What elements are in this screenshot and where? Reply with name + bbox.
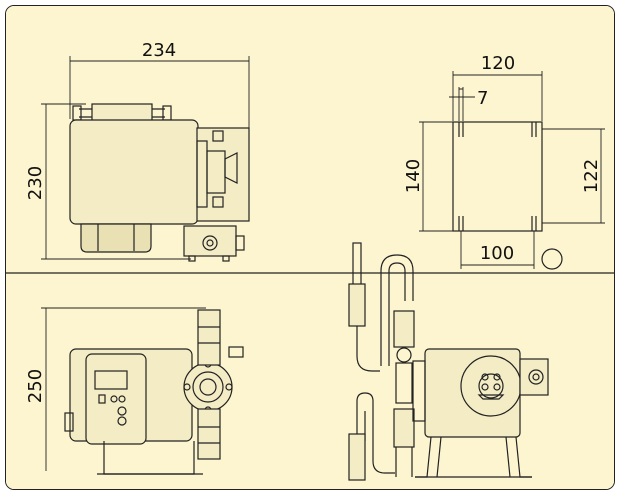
dim-mount-width: 120 <box>481 53 515 74</box>
dimension-250: 250 <box>25 307 206 471</box>
rear-view <box>348 242 549 481</box>
dim-side-height: 230 <box>25 166 46 200</box>
dimension-100: 100 <box>460 231 535 269</box>
dimension-234: 234 <box>69 40 250 136</box>
mounting-plate-view: 120 7 140 <box>403 53 605 270</box>
side-view: 234 230 <box>25 40 250 262</box>
dim-mount-hole-width: 100 <box>480 243 514 264</box>
dimension-230: 230 <box>25 103 191 260</box>
dim-side-width: 234 <box>142 40 176 61</box>
front-display <box>94 370 128 390</box>
dimension-120: 120 <box>452 53 543 121</box>
dimension-7: 7 <box>449 87 488 121</box>
dimension-140: 140 <box>403 121 453 232</box>
mounting-hole-symbol <box>541 248 563 270</box>
front-view: 250 <box>25 307 244 475</box>
dim-mount-hole-height: 122 <box>581 159 602 193</box>
dim-mount-offset: 7 <box>477 88 488 109</box>
technical-drawing: 234 230 <box>6 6 614 489</box>
dim-mount-height: 140 <box>403 159 424 193</box>
dim-front-height: 250 <box>25 369 46 403</box>
drawing-frame: 234 230 <box>5 5 615 490</box>
dimension-122: 122 <box>542 128 605 224</box>
